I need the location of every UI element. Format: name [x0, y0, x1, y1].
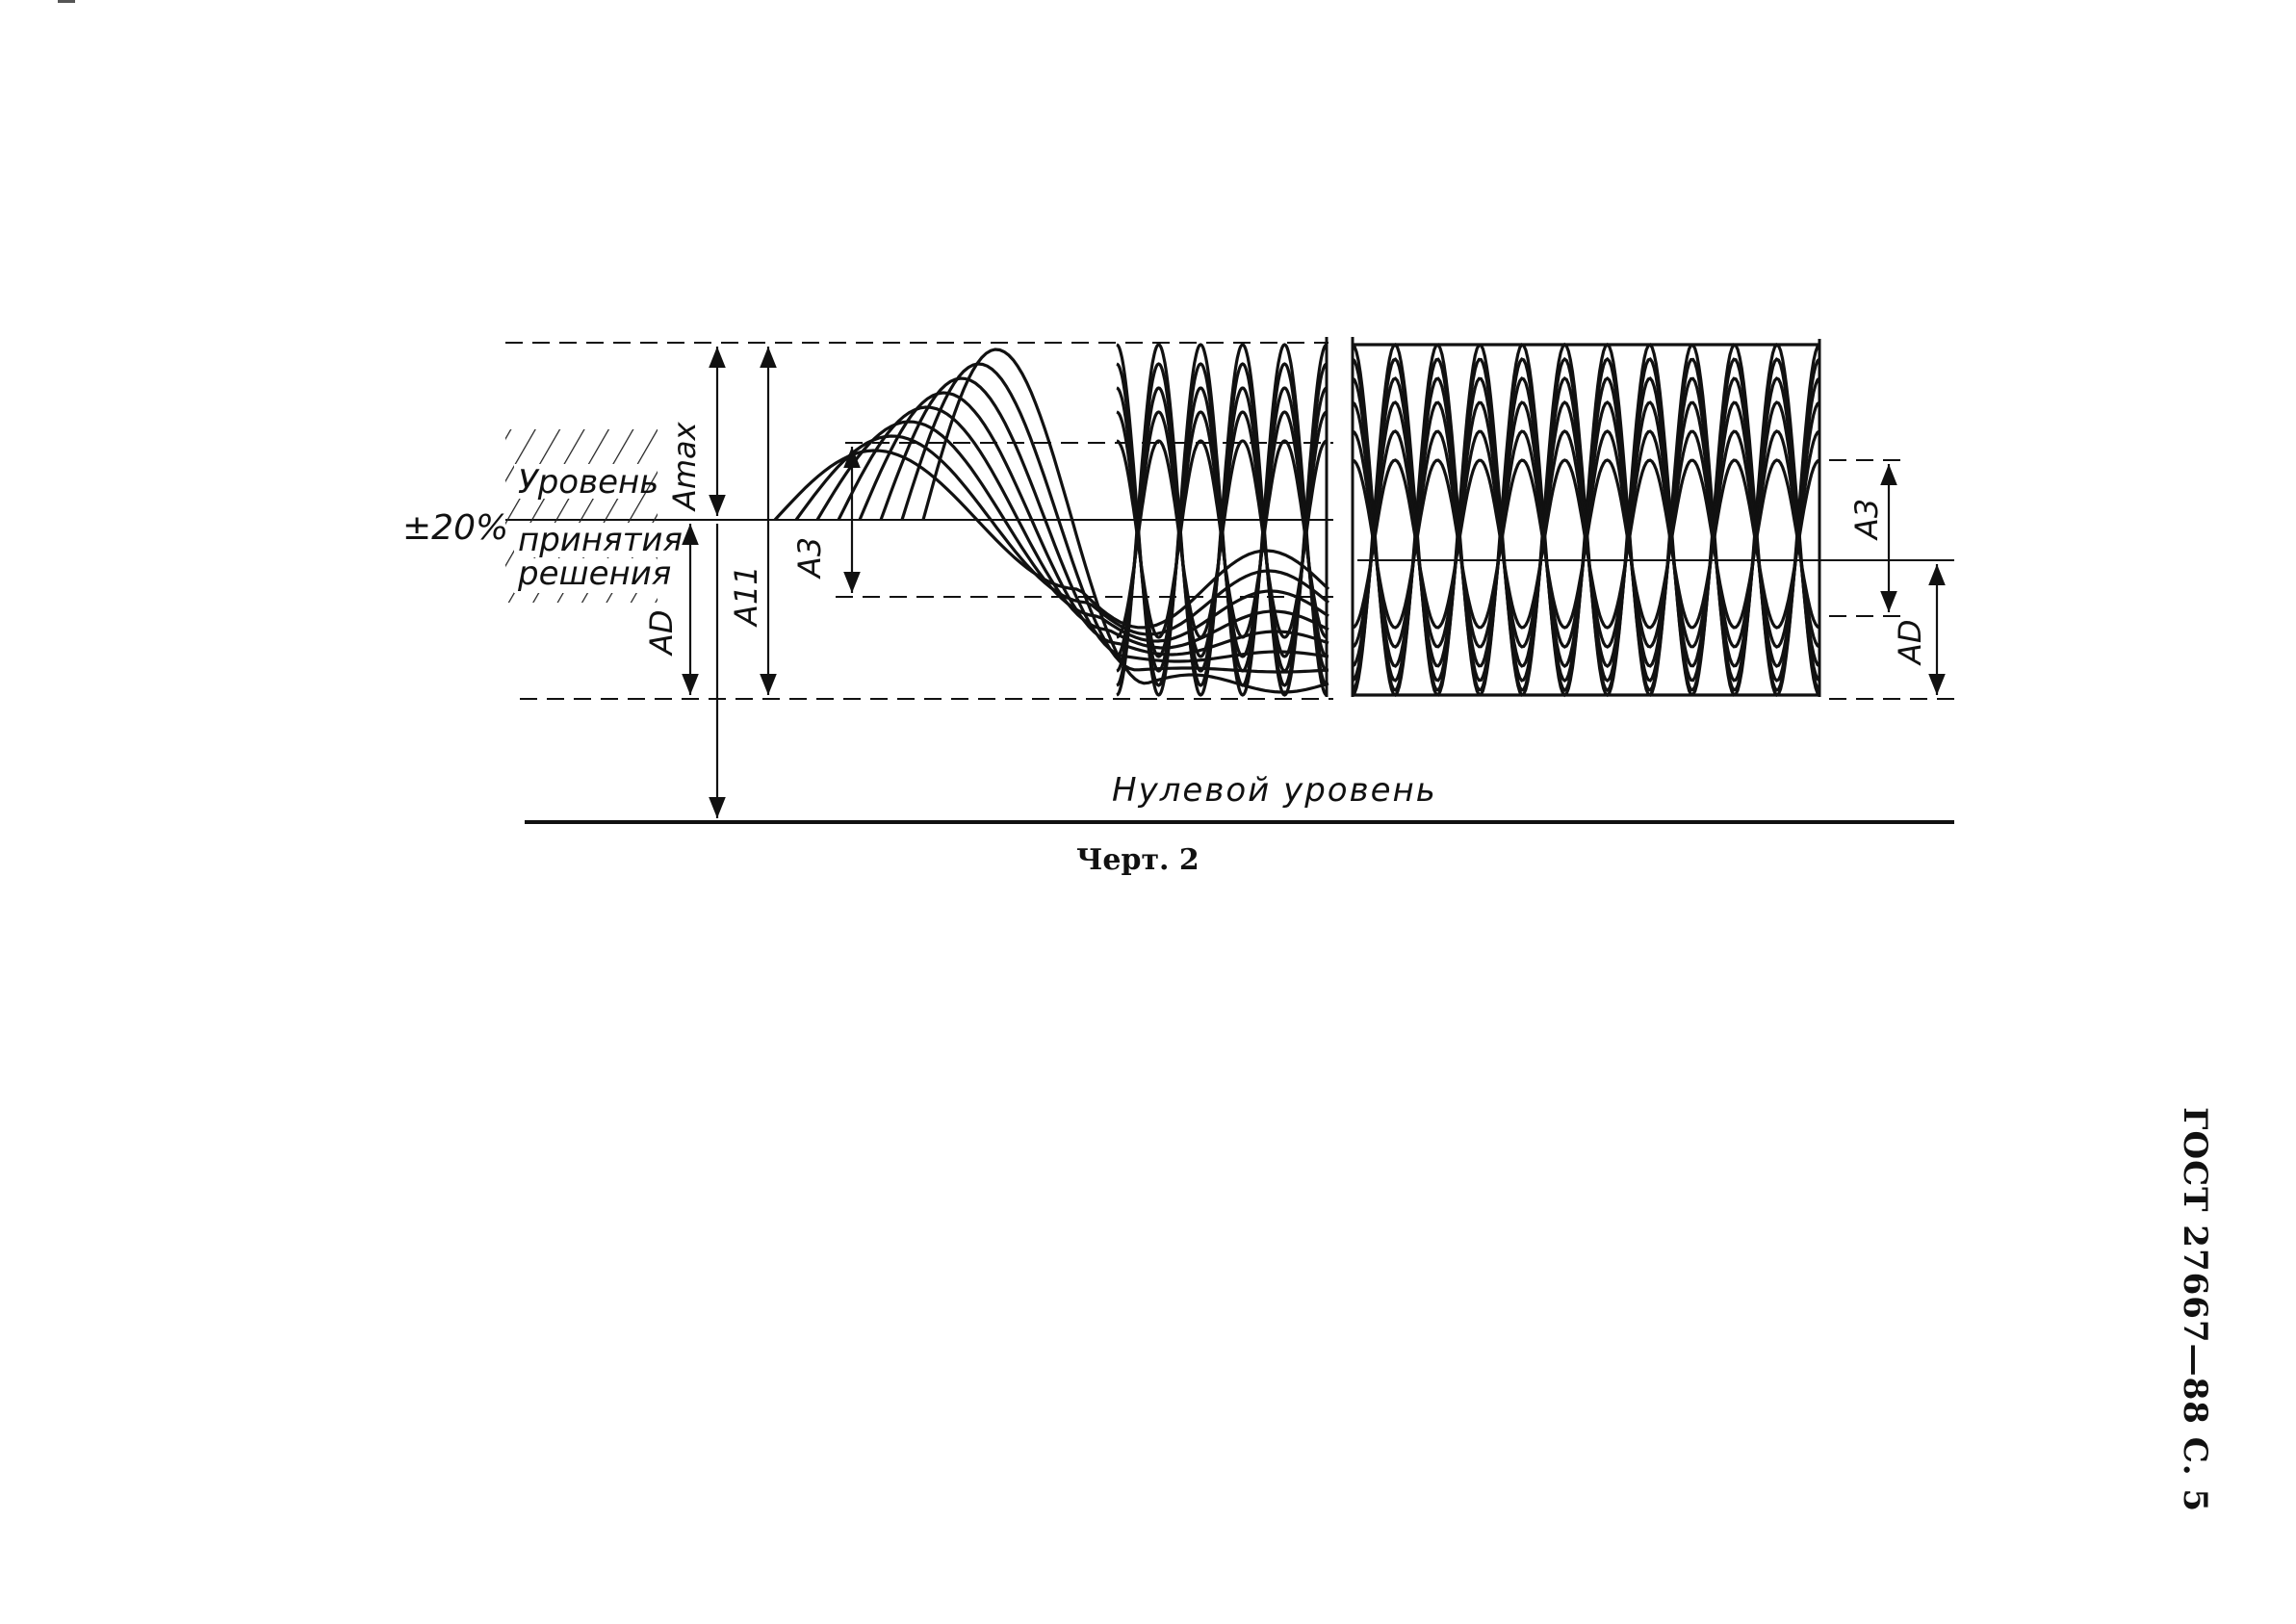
a-11-label: A11	[728, 565, 764, 628]
scan-corner-mark	[58, 0, 75, 3]
region-separator	[1325, 337, 1821, 697]
hatch-label-bg-3	[514, 558, 657, 593]
zero-level-label: Нулевой уровень	[1112, 771, 1437, 810]
standard-reference: ГОСТ 27667—88 С. 5	[2176, 1107, 2214, 1513]
a-max-label: Amax	[666, 421, 703, 512]
steady-state-waveform-mesh	[1351, 342, 1821, 698]
a-3-right-label: A3	[1848, 499, 1885, 541]
transition-waveform-bundle	[773, 343, 1330, 697]
mesh-trace	[1352, 458, 1820, 630]
hatch-label-bg-2	[514, 523, 670, 557]
figure-caption: Черт. 2	[1076, 843, 1200, 877]
dimension-arrows	[682, 347, 1946, 818]
tolerance-label: ±20%	[402, 508, 508, 548]
level-label-line3: решения	[517, 554, 671, 593]
a-d-right-label: AD	[1892, 619, 1928, 666]
transition-trace	[921, 348, 1329, 694]
a-d-left-label: AD	[643, 609, 680, 657]
a-3-left-label: A3	[791, 537, 828, 580]
page-header: ГОСТ 27667—88 С. 5	[2168, 1107, 2226, 1512]
level-label-line1: Уровень	[518, 463, 658, 502]
overlap-trace	[1116, 439, 1328, 639]
level-label-line2: принятия	[518, 521, 683, 559]
transition-trace	[900, 362, 1329, 674]
hatch-label-bg-1	[514, 464, 641, 499]
